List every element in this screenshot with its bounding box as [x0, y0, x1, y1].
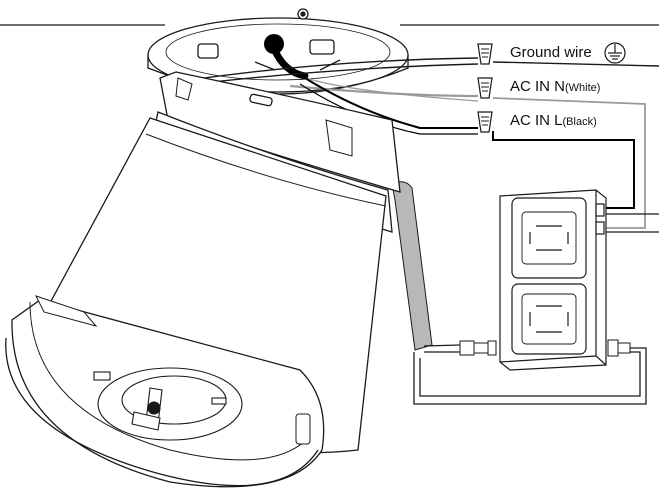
- label-ground-text: Ground wire: [510, 44, 592, 61]
- led-driver-icon: [499, 189, 607, 371]
- connector-right: [607, 339, 631, 357]
- sensor-assembly: [93, 367, 243, 441]
- label-live-text: AC IN L: [510, 112, 563, 129]
- driver-output-wires: [413, 347, 647, 405]
- black-cable: [264, 34, 309, 80]
- label-neutral-suffix: (White): [565, 82, 601, 94]
- label-ac-in-neutral: AC IN N(White): [510, 78, 600, 96]
- connector-left: [459, 340, 497, 356]
- label-live-suffix: (Black): [562, 116, 597, 128]
- fixture-leads: [189, 57, 479, 135]
- conduit-cable: [391, 181, 461, 353]
- wire-nut-live: [477, 111, 493, 133]
- wire-nut-ground: [477, 43, 493, 65]
- ground-icon: [604, 42, 626, 64]
- wire-nut-neutral: [477, 77, 493, 99]
- label-neutral-text: AC IN N: [510, 78, 566, 95]
- fixture-body: [5, 71, 401, 488]
- supply-leads: [492, 61, 659, 233]
- label-ground-wire: Ground wire: [510, 44, 592, 62]
- label-ac-in-live: AC IN L(Black): [510, 112, 597, 130]
